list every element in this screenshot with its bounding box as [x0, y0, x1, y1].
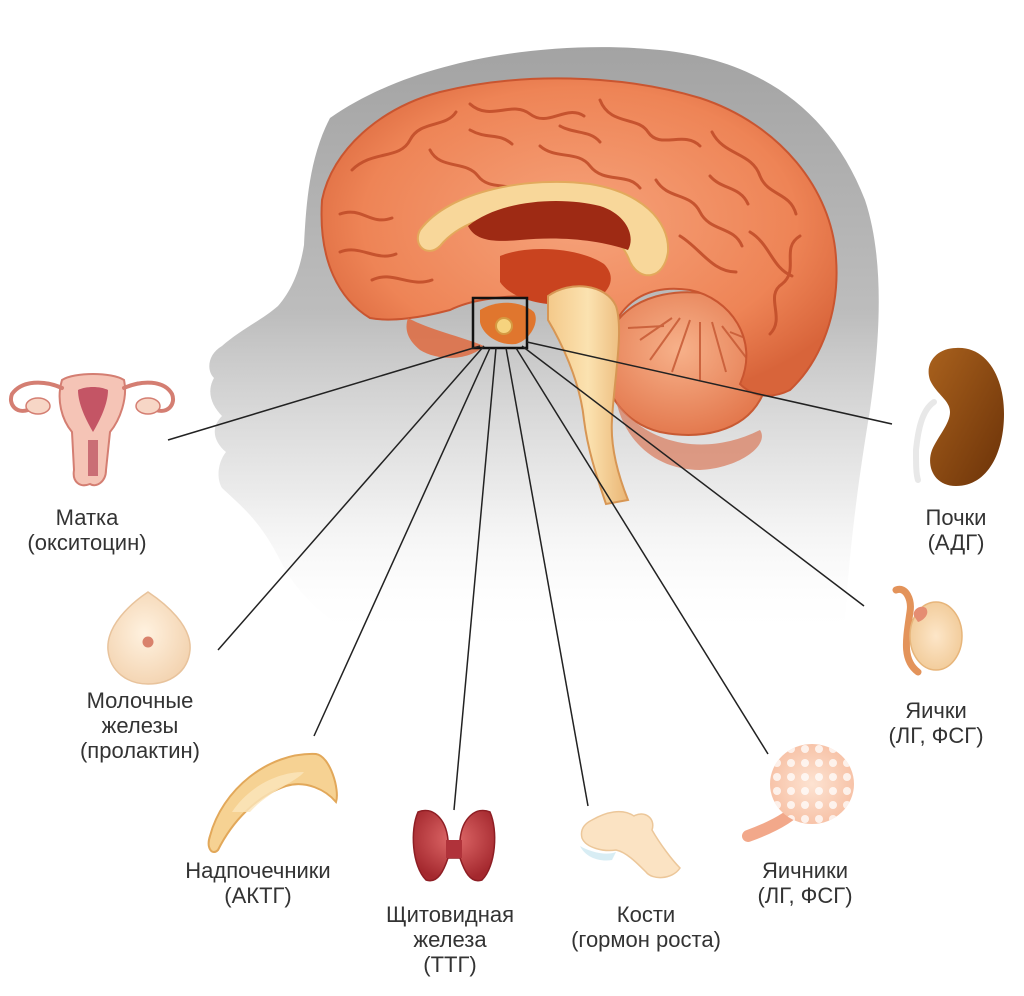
label-mammary: Молочные железы (пролактин): [50, 688, 230, 763]
label-thyroid-name: Щитовидная: [385, 902, 515, 927]
label-bones: Кости (гормон роста): [546, 902, 746, 952]
connector-line-mammary: [217, 345, 485, 651]
label-thyroid: Щитовидная железа (ТТГ): [360, 902, 540, 977]
breast-icon: [107, 591, 191, 685]
connector-line-adrenal: [313, 347, 491, 737]
label-mammary-name-2: железы: [101, 713, 179, 738]
label-mammary-hormone: (пролактин): [79, 738, 200, 763]
label-kidneys-name: Почки: [925, 505, 987, 530]
pituitary-gland: [495, 317, 513, 335]
adrenal-gland-icon: [207, 752, 338, 854]
connector-line-bones: [505, 347, 589, 807]
label-bones-name: Кости: [616, 902, 676, 927]
ovary-icon: [742, 744, 854, 842]
uterus-icon: [9, 373, 175, 487]
connector-line-thyroid: [453, 347, 497, 811]
label-adrenal-hormone: (АКТГ): [224, 883, 292, 908]
label-testes: Яички (ЛГ, ФСГ): [866, 698, 1006, 748]
label-thyroid-name-2: железа: [413, 927, 487, 952]
label-testes-name: Яички: [905, 698, 967, 723]
connector-line-uterus: [167, 345, 481, 441]
pituitary-highlight-box: [471, 296, 529, 350]
testis-icon: [892, 585, 963, 676]
label-adrenal-name: Надпочечники: [185, 858, 331, 883]
connector-line-testes: [521, 345, 865, 607]
label-adrenal: Надпочечники (АКТГ): [158, 858, 358, 908]
label-thyroid-hormone: (ТТГ): [423, 952, 477, 977]
label-uterus-name: Матка: [55, 505, 119, 530]
cerebrum: [320, 77, 838, 506]
label-bones-hormone: (гормон роста): [571, 927, 721, 952]
bone-icon: [580, 810, 681, 879]
kidney-icon: [912, 347, 1004, 486]
thyroid-icon: [412, 809, 496, 882]
label-uterus: Матка (окситоцин): [0, 505, 174, 555]
connector-line-ovaries: [515, 347, 769, 755]
label-mammary-name: Молочные: [86, 688, 194, 713]
connector-line-kidneys: [526, 341, 893, 425]
label-kidneys-hormone: (АДГ): [927, 530, 985, 555]
label-ovaries-name: Яичники: [762, 858, 848, 883]
label-ovaries: Яичники (ЛГ, ФСГ): [730, 858, 880, 908]
label-testes-hormone: (ЛГ, ФСГ): [888, 723, 984, 748]
label-kidneys: Почки (АДГ): [900, 505, 1012, 555]
label-uterus-hormone: (окситоцин): [27, 530, 147, 555]
label-ovaries-hormone: (ЛГ, ФСГ): [757, 883, 853, 908]
